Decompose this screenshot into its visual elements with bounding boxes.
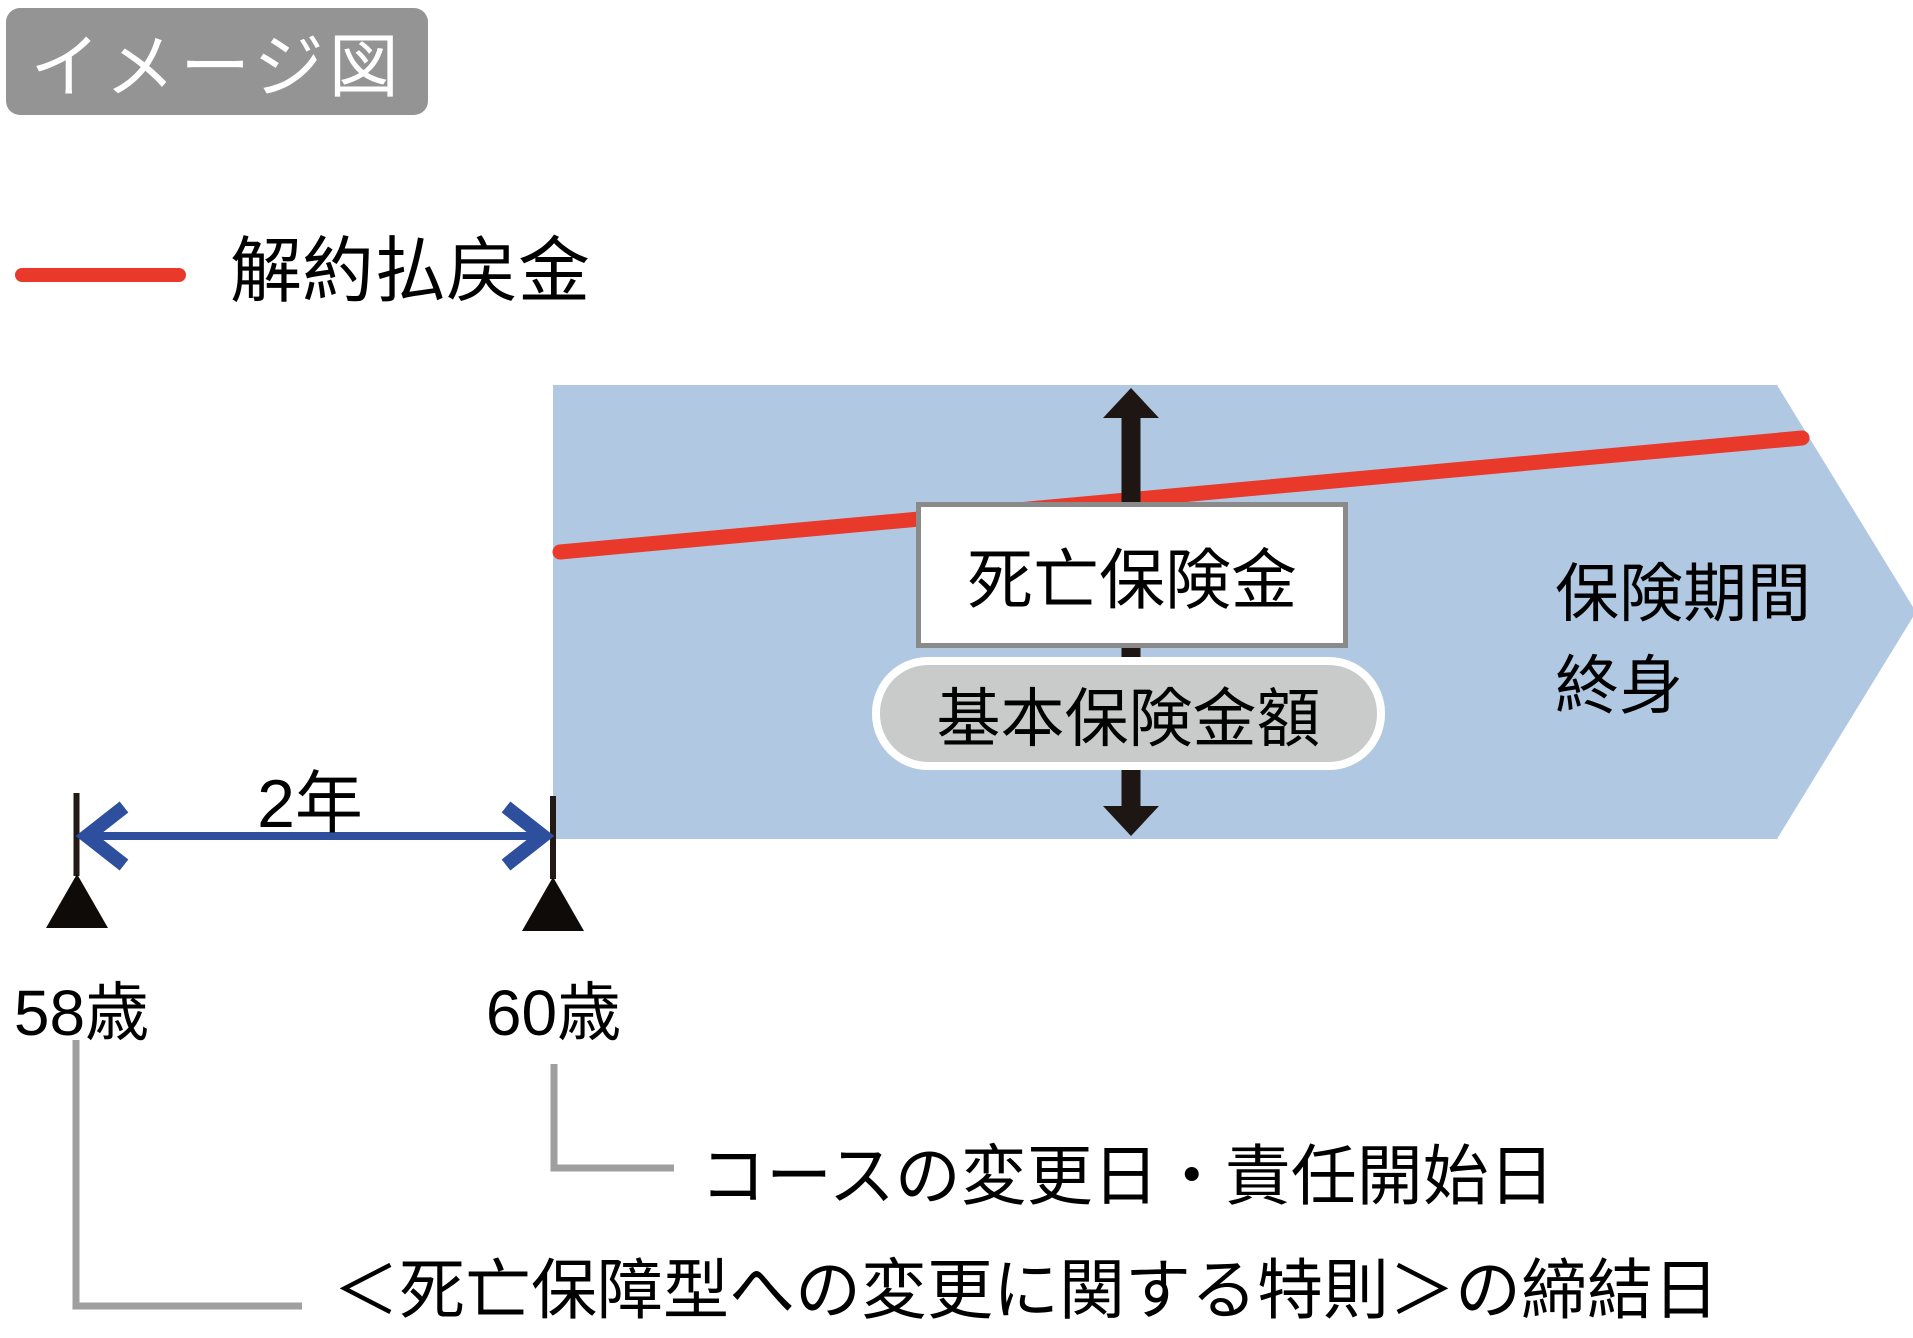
age-marker-triangle-58	[46, 874, 108, 928]
legend-surrender-line-swatch	[15, 268, 186, 282]
connector-line-60	[550, 1064, 674, 1172]
death-benefit-box: 死亡保険金	[916, 502, 1348, 648]
badge-label: イメージ図	[30, 28, 404, 106]
annotation-change-date: コースの変更日・責任開始日	[700, 1139, 1555, 1213]
coverage-period-label: 保険期間 終身	[1555, 548, 1811, 732]
age-label-58: 58歳	[13, 977, 150, 1049]
basic-insurance-amount-box: 基本保険金額	[872, 657, 1385, 770]
death-benefit-label: 死亡保険金	[967, 543, 1297, 617]
annotation-special-provision: ＜死亡保障型への変更に関する特則＞の締結日	[333, 1253, 1719, 1327]
age-label-60: 60歳	[485, 977, 622, 1049]
coverage-period-line2: 終身	[1555, 650, 1683, 722]
span-arrow-left-head	[75, 801, 129, 871]
age-marker-triangle-60	[522, 877, 584, 931]
image-label-badge: イメージ図	[6, 8, 428, 115]
timeline-span-arrow	[75, 801, 555, 871]
legend-surrender-label: 解約払戻金	[230, 232, 591, 312]
connector-line-58	[72, 1040, 302, 1310]
benefit-arrow-down-head	[1103, 806, 1159, 836]
basic-insurance-amount-label: 基本保険金額	[936, 682, 1321, 755]
coverage-period-line1: 保険期間	[1555, 558, 1811, 630]
benefit-arrow-up-head	[1103, 388, 1159, 418]
surrender-value-line	[552, 430, 1810, 560]
timeline-tick-60	[550, 796, 556, 879]
two-year-span-label: 2年	[257, 766, 363, 842]
timeline-tick-58	[73, 793, 80, 876]
span-arrow-right-head	[501, 801, 555, 871]
